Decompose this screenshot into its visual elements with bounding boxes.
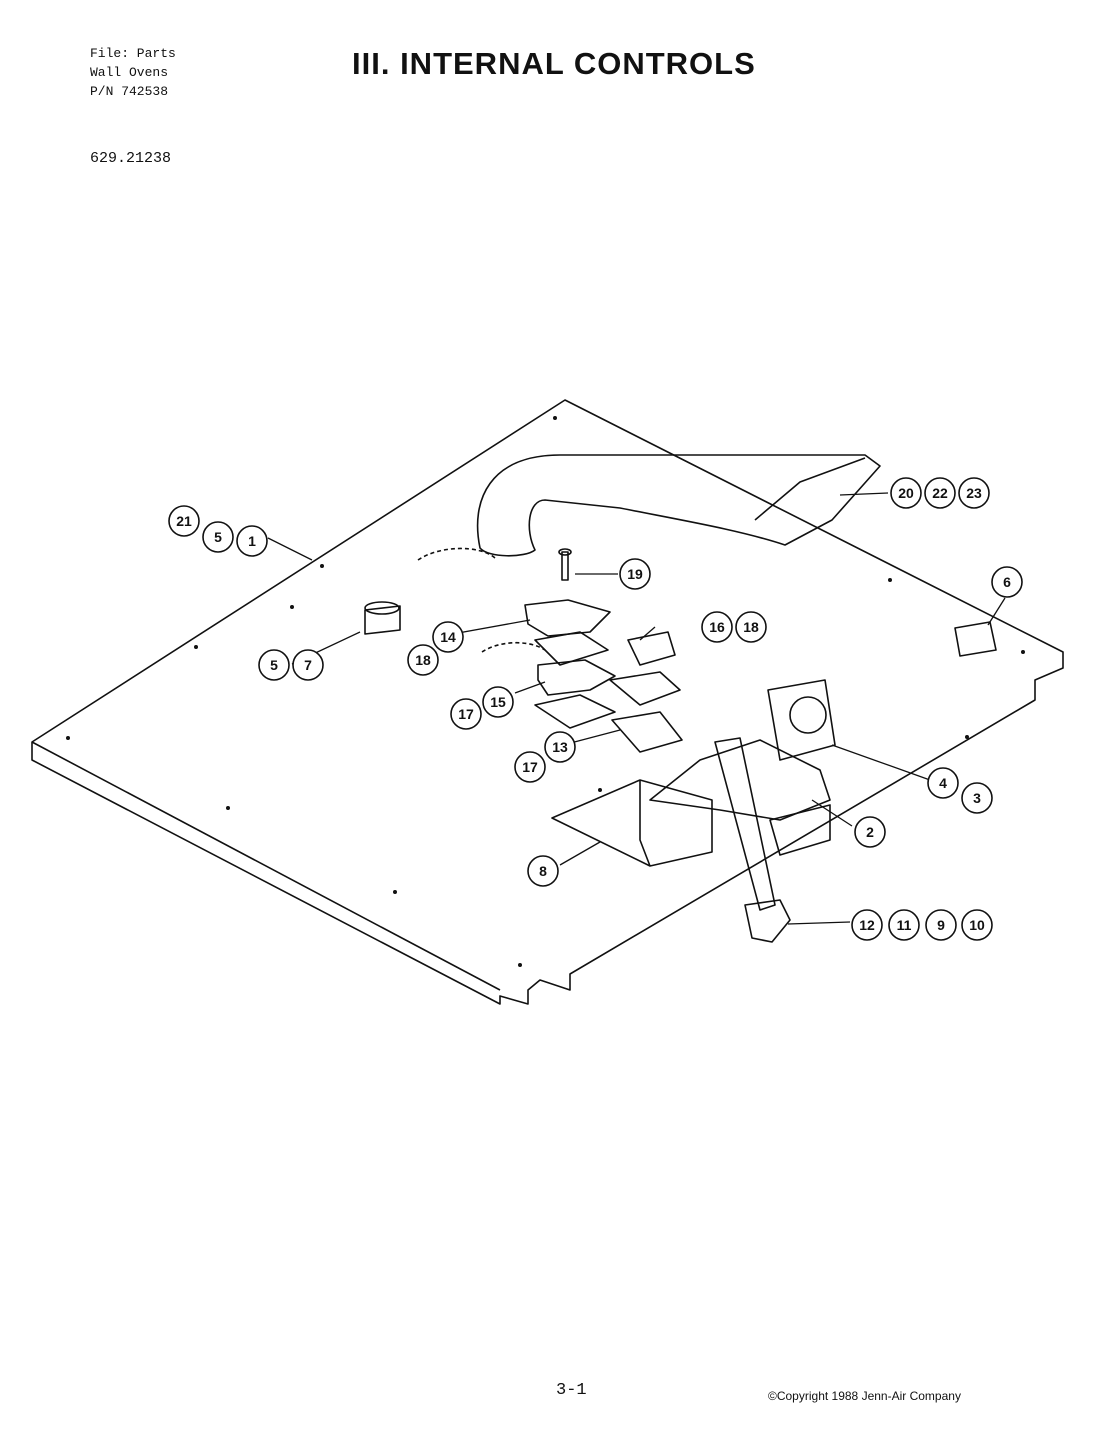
callout-11: 11: [897, 917, 912, 933]
product-line: Wall Ovens: [90, 65, 169, 80]
callout-22: 22: [932, 485, 948, 501]
base-panel: [31, 399, 1064, 1005]
callout-7: 7: [304, 657, 312, 673]
callout-13: 13: [552, 739, 568, 755]
file-info: File: Parts Wall Ovens P/N 742538: [90, 44, 176, 101]
callout-23: 23: [966, 485, 982, 501]
page-number: 3-1: [556, 1381, 587, 1400]
callout-19: 19: [627, 566, 643, 582]
callout-6: 6: [1003, 574, 1011, 590]
motor-3: [767, 679, 836, 761]
switch-13: [611, 711, 683, 753]
screw: [561, 551, 569, 581]
file-line: File: Parts: [90, 46, 176, 61]
copyright-notice: ©Copyright 1988 Jenn-Air Company: [768, 1389, 961, 1403]
model-number: 629.21238: [90, 150, 172, 167]
vent-duct: [476, 454, 881, 557]
latch-arm: [649, 739, 831, 821]
page-title: III. INTERNAL CONTROLS: [352, 46, 756, 81]
callout-9: 9: [937, 917, 945, 933]
callout-5: 5: [214, 529, 222, 545]
switch-14: [524, 599, 611, 637]
callout-14: 14: [440, 629, 456, 645]
callout-12: 12: [859, 917, 875, 933]
callout-10: 10: [969, 917, 985, 933]
callout-18: 18: [415, 652, 431, 668]
callout-2: 2: [866, 824, 874, 840]
callout-15: 15: [490, 694, 506, 710]
callout-21: 21: [176, 513, 192, 529]
callout-3: 3: [973, 790, 981, 806]
base-panel-edge: [31, 741, 501, 991]
thermostat: [364, 605, 401, 635]
callout-20: 20: [898, 485, 914, 501]
callout-5: 5: [270, 657, 278, 673]
callout-17: 17: [458, 706, 474, 722]
callout-4: 4: [939, 775, 947, 791]
callout-18: 18: [743, 619, 759, 635]
callout-17: 17: [522, 759, 538, 775]
switch-16: [627, 631, 676, 666]
bracket-8: [551, 779, 713, 867]
latch-handle: [714, 737, 776, 911]
bracket-6: [954, 621, 997, 657]
callout-16: 16: [709, 619, 725, 635]
part-number-line: P/N 742538: [90, 84, 169, 99]
switch-15: [537, 659, 616, 696]
callout-1: 1: [248, 533, 256, 549]
callout-8: 8: [539, 863, 547, 879]
